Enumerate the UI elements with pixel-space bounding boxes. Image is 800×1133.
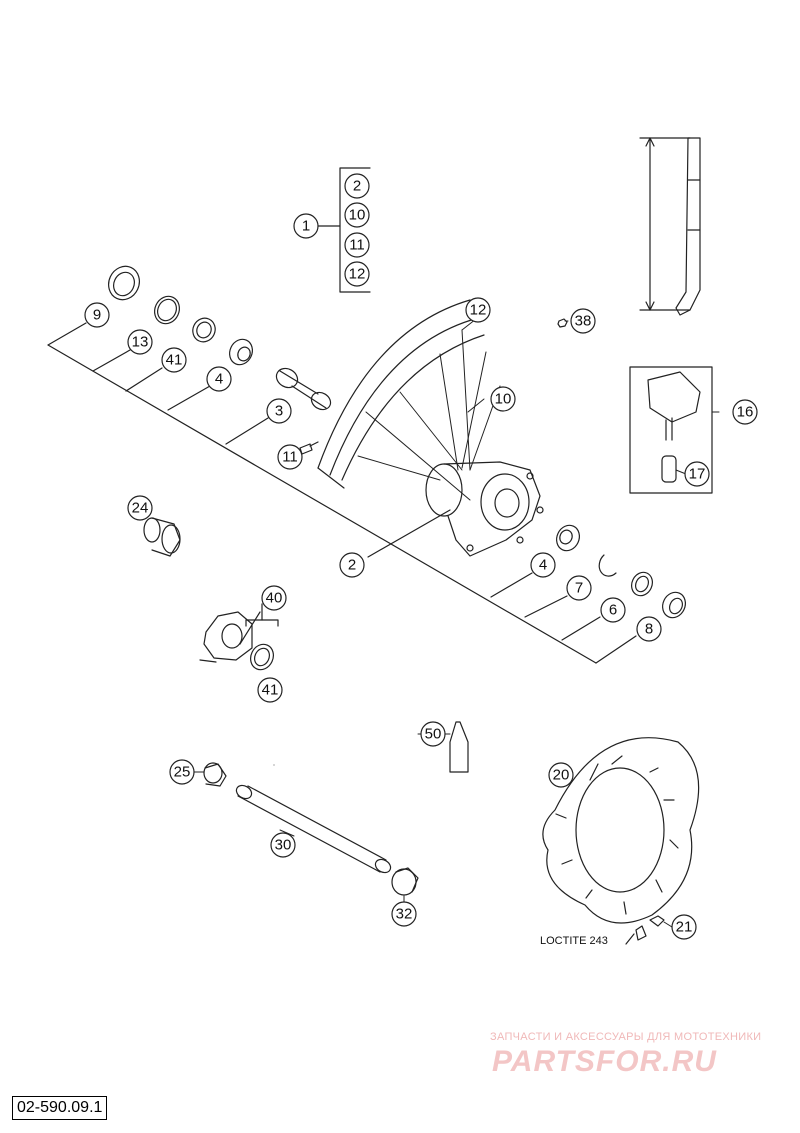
callout-11-kit: 11 — [344, 232, 370, 258]
callout-41-lower: 41 — [257, 677, 283, 703]
kit-bracket-1 — [317, 167, 371, 293]
nut-part-38 — [557, 318, 568, 328]
svg-text:20: 20 — [553, 767, 570, 784]
callout-25: 25 — [169, 759, 195, 785]
svg-text:25: 25 — [174, 764, 191, 781]
loctite-note: LOCTITE 243 — [540, 935, 608, 947]
spacer-part-32 — [391, 867, 419, 896]
spoke-nipple-part-11 — [299, 441, 319, 455]
bearing-part-4-right — [556, 524, 580, 552]
callout-41-upper: 41 — [161, 347, 187, 373]
callout-32: 32 — [391, 901, 417, 927]
svg-text:13: 13 — [132, 334, 149, 351]
svg-text:1: 1 — [302, 218, 310, 235]
svg-text:41: 41 — [166, 352, 183, 369]
callout-2-kit: 2 — [344, 173, 370, 199]
watermark-logo: PARTSFOR.RU — [492, 1045, 717, 1078]
document-code: 02-590.09.1 — [12, 1096, 108, 1120]
rim-part-12 — [317, 299, 485, 489]
speedometer-drive-part-40 — [199, 603, 279, 663]
svg-text:3: 3 — [275, 403, 283, 420]
callout-38: 38 — [570, 308, 596, 334]
callout-20: 20 — [548, 762, 574, 788]
svg-text:2: 2 — [353, 178, 361, 195]
callout-40: 40 — [261, 585, 287, 611]
svg-text:4: 4 — [539, 557, 547, 574]
svg-text:10: 10 — [349, 207, 366, 224]
callout-group: 1 2 10 11 12 9 13 41 4 3 11 12 10 38 16 … — [84, 173, 758, 940]
callout-1: 1 — [293, 213, 319, 239]
svg-text:2: 2 — [348, 557, 356, 574]
svg-text:10: 10 — [495, 391, 512, 408]
callout-10-kit: 10 — [344, 202, 370, 228]
circlip-part-41 — [192, 317, 216, 343]
callout-2-hub: 2 — [339, 552, 365, 578]
callout-17: 17 — [684, 461, 710, 487]
svg-text:6: 6 — [609, 602, 617, 619]
callout-16: 16 — [732, 399, 758, 425]
spacer-sleeve-part-3 — [275, 367, 332, 411]
svg-text:38: 38 — [575, 313, 592, 330]
svg-text:11: 11 — [349, 237, 365, 254]
rim-lock-kit-box — [629, 366, 713, 494]
screw-part-21 — [625, 915, 665, 945]
callout-6: 6 — [600, 597, 626, 623]
svg-text:32: 32 — [396, 906, 413, 923]
spoke-length-drawing — [639, 137, 701, 316]
callout-30: 30 — [270, 832, 296, 858]
callout-4-right: 4 — [530, 552, 556, 578]
callout-7: 7 — [566, 575, 592, 601]
hub-part-2 — [425, 461, 544, 557]
bush-part-8 — [662, 591, 686, 619]
circlip-part-41-lower — [250, 643, 274, 671]
ring-part-6 — [631, 571, 653, 597]
watermark-tagline: ЗАПЧАСТИ И АКСЕССУАРЫ ДЛЯ МОТОТЕХНИКИ — [490, 1031, 762, 1043]
callout-12-rim: 12 — [465, 297, 491, 323]
spacer-part-24 — [143, 517, 181, 557]
ring-part-13 — [154, 295, 180, 325]
svg-text:7: 7 — [575, 580, 583, 597]
svg-text:11: 11 — [282, 449, 298, 466]
callout-4-left: 4 — [206, 366, 232, 392]
callout-10-spokes: 10 — [490, 386, 516, 412]
callout-50: 50 — [420, 721, 446, 747]
leader-lines-left — [47, 322, 637, 664]
dust-seal-part-9 — [108, 265, 140, 301]
callout-8: 8 — [636, 616, 662, 642]
svg-text:4: 4 — [215, 371, 223, 388]
callout-3: 3 — [266, 398, 292, 424]
svg-text:16: 16 — [737, 404, 754, 421]
callout-13: 13 — [127, 329, 153, 355]
bearing-part-4-left — [229, 338, 253, 366]
svg-text:9: 9 — [93, 307, 101, 324]
svg-text:8: 8 — [645, 621, 653, 638]
svg-text:50: 50 — [425, 726, 442, 743]
svg-text:40: 40 — [266, 590, 283, 607]
svg-text:24: 24 — [132, 500, 149, 517]
svg-text:12: 12 — [470, 302, 487, 319]
callout-12-kit: 12 — [344, 261, 370, 287]
svg-text:30: 30 — [275, 837, 292, 854]
axle-part-30 — [235, 784, 392, 874]
callout-24: 24 — [127, 495, 153, 521]
nut-part-25 — [203, 762, 227, 787]
svg-text:41: 41 — [262, 682, 279, 699]
brake-disc-part-20 — [542, 737, 700, 924]
callout-11-nipple: 11 — [277, 444, 303, 470]
circlip-part-7 — [598, 554, 617, 577]
svg-text:12: 12 — [349, 266, 366, 283]
callout-9: 9 — [84, 302, 110, 328]
svg-text:17: 17 — [689, 466, 706, 483]
callout-21: 21 — [671, 914, 697, 940]
grease-tube-part-50 — [449, 721, 469, 773]
svg-text:21: 21 — [676, 919, 693, 936]
